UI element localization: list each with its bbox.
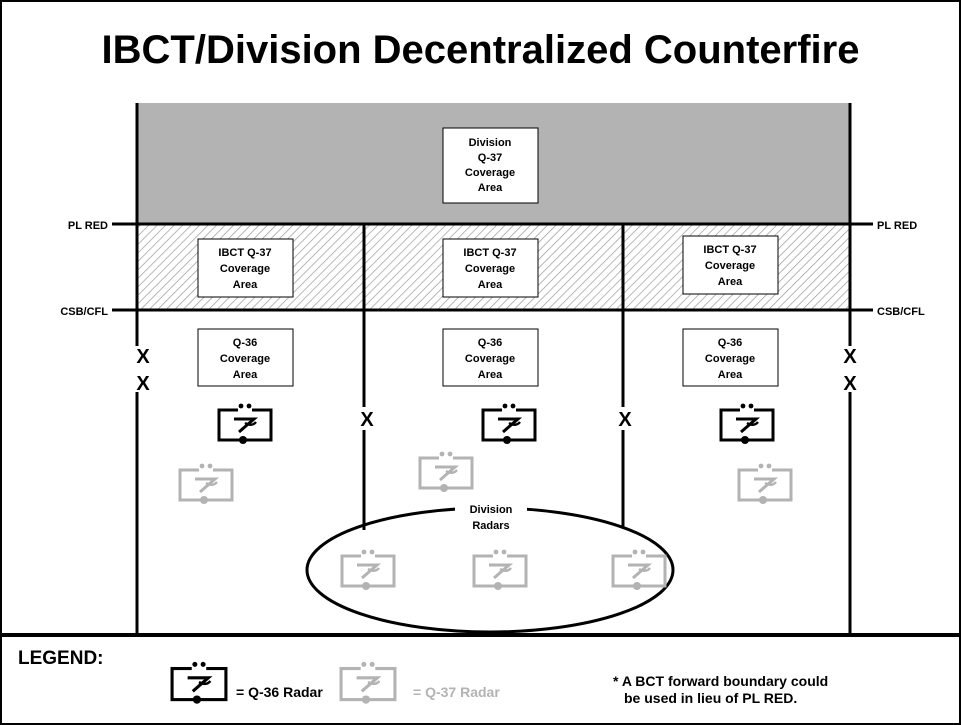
radar-symbol-icon [481, 402, 537, 444]
svg-text:Area: Area [478, 369, 503, 381]
pl-red-label-left: PL RED [68, 220, 108, 232]
radar-symbol-icon [170, 660, 228, 704]
svg-text:Coverage: Coverage [465, 353, 515, 365]
footnote: * A BCT forward boundary could be used i… [613, 673, 828, 707]
svg-text:Q-36: Q-36 [478, 337, 502, 349]
q36-box-3: Q-36 Coverage Area [682, 328, 779, 387]
boundary-x-left-1: X [136, 346, 150, 368]
division-radars-label-line2: Radars [472, 520, 509, 532]
csb-cfl-label-left: CSB/CFL [60, 306, 108, 318]
radar-symbol-icon [611, 548, 667, 590]
radar-symbol-icon [340, 548, 396, 590]
boundary-x-inner-2: X [618, 409, 632, 431]
radar-symbol-icon [719, 402, 775, 444]
svg-text:Area: Area [478, 182, 503, 194]
legend-q36-text: = Q-36 Radar [236, 684, 323, 700]
radar-symbol-icon [217, 402, 273, 444]
svg-text:Area: Area [718, 276, 743, 288]
division-radars-label-line1: Division [470, 504, 513, 516]
svg-text:IBCT Q-37: IBCT Q-37 [218, 247, 271, 259]
q36-box-2: Q-36 Coverage Area [442, 328, 539, 387]
legend-q37-text: = Q-37 Radar [413, 684, 500, 700]
page-title: IBCT/Division Decentralized Counterfire [101, 28, 860, 72]
boundary-x-right-1: X [843, 346, 857, 368]
radar-symbol-icon [178, 462, 234, 504]
svg-text:Q-36: Q-36 [718, 337, 742, 349]
radar-symbol-icon [418, 450, 474, 492]
pl-red-label-right: PL RED [877, 220, 917, 232]
boundary-x-right-2: X [843, 373, 857, 395]
svg-text:Q-37: Q-37 [478, 152, 502, 164]
q36-box-1: Q-36 Coverage Area [197, 328, 294, 387]
svg-text:Q-36: Q-36 [233, 337, 257, 349]
svg-text:Area: Area [718, 369, 743, 381]
svg-text:Coverage: Coverage [465, 167, 515, 179]
division-q37-box: Division Q-37 Coverage Area [442, 127, 539, 204]
radar-symbol-icon [472, 548, 528, 590]
svg-text:Area: Area [233, 279, 258, 291]
boundary-x-left-2: X [136, 373, 150, 395]
svg-text:Area: Area [233, 369, 258, 381]
legend-label: LEGEND: [18, 648, 104, 669]
svg-text:IBCT Q-37: IBCT Q-37 [703, 244, 756, 256]
division-radars-label-bg [455, 498, 527, 538]
svg-text:IBCT Q-37: IBCT Q-37 [463, 247, 516, 259]
boundary-x-inner-1: X [360, 409, 374, 431]
svg-text:Division: Division [469, 137, 512, 149]
ibct-q37-box-1: IBCT Q-37 Coverage Area [197, 238, 294, 298]
svg-text:Coverage: Coverage [220, 263, 270, 275]
footnote-line2: be used in lieu of PL RED. [624, 690, 798, 706]
svg-text:Area: Area [478, 279, 503, 291]
ibct-q37-box-2: IBCT Q-37 Coverage Area [442, 238, 539, 298]
ibct-q37-box-3: IBCT Q-37 Coverage Area [682, 235, 779, 295]
csb-cfl-label-right: CSB/CFL [877, 306, 925, 318]
radar-symbol-icon [737, 462, 793, 504]
svg-text:Coverage: Coverage [220, 353, 270, 365]
footnote-line1: * A BCT forward boundary could [613, 673, 829, 689]
svg-text:Coverage: Coverage [465, 263, 515, 275]
radar-symbol-icon [339, 660, 397, 704]
svg-text:Coverage: Coverage [705, 353, 755, 365]
svg-text:Coverage: Coverage [705, 260, 755, 272]
